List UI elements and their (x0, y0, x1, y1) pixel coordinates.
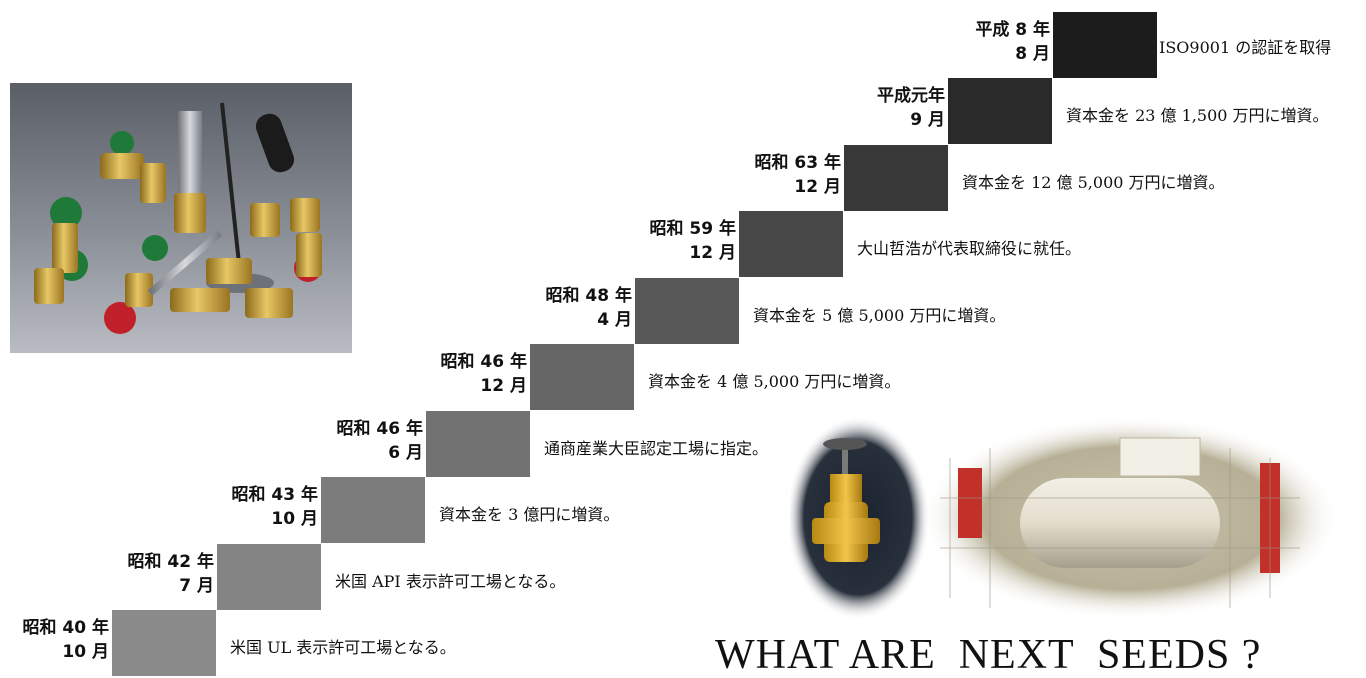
timeline-era: 昭和 46 年 (336, 419, 424, 439)
timeline-step-block (321, 477, 425, 543)
timeline-era: 昭和 42 年 (127, 552, 215, 572)
timeline-era: 昭和 40 年 (22, 618, 110, 638)
timeline-era: 昭和 63 年 (754, 153, 842, 173)
timeline-date: 平成元年 9 月 (835, 84, 945, 132)
timeline-step-block (948, 78, 1052, 144)
timeline-month: 7 月 (179, 576, 214, 596)
valve-and-tank-photo (786, 416, 1350, 623)
timeline-month: 10 月 (62, 642, 109, 662)
timeline-era: 昭和 43 年 (231, 485, 319, 505)
valves-product-photo (10, 83, 352, 353)
timeline-step-block (739, 211, 843, 277)
timeline-step-block (530, 344, 634, 410)
timeline-month: 9 月 (910, 110, 945, 130)
timeline-era: 平成元年 (877, 86, 945, 106)
timeline-date: 昭和 42 年 7 月 (104, 550, 215, 598)
timeline-event: 資本金を 4 億 5,000 万円に増資。 (648, 372, 901, 391)
timeline-date: 昭和 48 年 4 月 (522, 284, 633, 332)
timeline-month: 10 月 (271, 509, 318, 529)
timeline-step-block (217, 544, 321, 610)
timeline-event: 通商産業大臣認定工場に指定。 (544, 439, 769, 458)
timeline-date: 昭和 43 年 10 月 (208, 483, 319, 531)
timeline-month: 12 月 (480, 376, 527, 396)
timeline-event: 資本金を 23 億 1,500 万円に増資。 (1066, 106, 1329, 125)
timeline-step-block (844, 145, 948, 211)
timeline-event: 大山哲浩が代表取締役に就任。 (857, 239, 1082, 258)
timeline-era: 昭和 46 年 (440, 352, 528, 372)
timeline-era: 昭和 59 年 (649, 219, 737, 239)
timeline-month: 4 月 (597, 310, 632, 330)
timeline-event: 資本金を 12 億 5,000 万円に増資。 (962, 173, 1225, 192)
timeline-step-block (112, 610, 216, 676)
timeline-date: 昭和 46 年 6 月 (313, 417, 424, 465)
timeline-date: 昭和 63 年 12 月 (731, 151, 842, 199)
timeline-step-block (1053, 12, 1157, 78)
timeline-month: 12 月 (794, 177, 841, 197)
timeline-era: 平成 8 年 (975, 20, 1050, 40)
timeline-step-block (635, 278, 739, 344)
timeline-event: 資本金を 5 億 5,000 万円に増資。 (753, 306, 1006, 325)
timeline-date: 昭和 59 年 12 月 (626, 217, 737, 265)
timeline-era: 昭和 48 年 (545, 286, 633, 306)
timeline-event: 米国 API 表示許可工場となる。 (335, 572, 566, 591)
timeline-step-block (426, 411, 530, 477)
timeline-date: 昭和 46 年 12 月 (417, 350, 528, 398)
slogan: WHAT ARE NEXT SEEDS ? (715, 632, 1262, 678)
timeline-event: 米国 UL 表示許可工場となる。 (230, 638, 456, 657)
timeline-date: 平成 8 年 8 月 (940, 18, 1050, 66)
timeline-month: 8 月 (1015, 44, 1050, 64)
timeline-month: 6 月 (388, 443, 423, 463)
timeline-month: 12 月 (689, 243, 736, 263)
timeline-event: 資本金を 3 億円に増資。 (439, 505, 620, 524)
timeline-event: ISO9001 の認証を取得 (1159, 38, 1332, 57)
timeline-date: 昭和 40 年 10 月 (0, 616, 110, 664)
